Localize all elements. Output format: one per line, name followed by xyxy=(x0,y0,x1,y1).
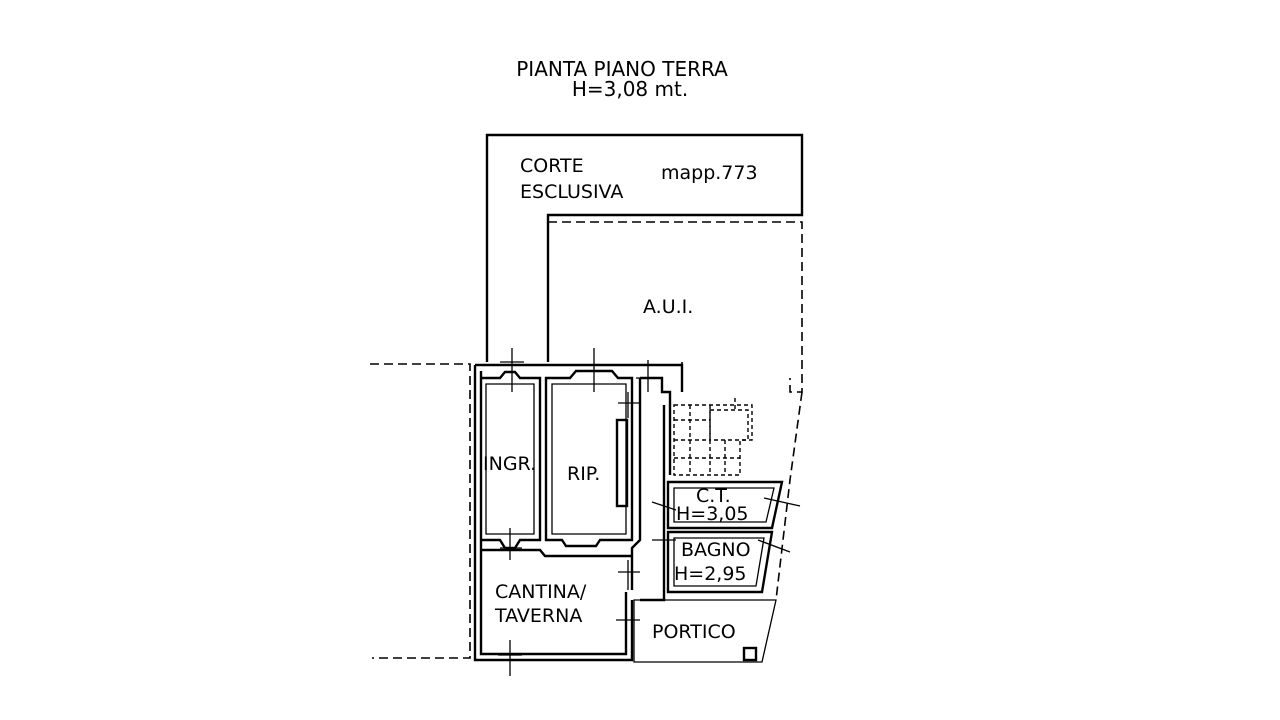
ripostiglio-walls xyxy=(544,369,634,548)
cantina-label-line2: TAVERNA xyxy=(494,605,582,627)
ripostiglio-shelf xyxy=(615,418,629,508)
ct-walls xyxy=(666,480,784,530)
ct-height: H=3,05 xyxy=(676,503,749,525)
section-markers xyxy=(498,348,677,676)
building-outer-wall xyxy=(473,363,684,662)
cantina-walls xyxy=(481,548,632,558)
bagno-height: H=2,95 xyxy=(674,563,747,585)
ingresso-label: INGR. xyxy=(483,453,536,475)
plan-title: PIANTA PIANO TERRA xyxy=(516,57,728,81)
ripostiglio-inner xyxy=(551,383,627,535)
aui-label: A.U.I. xyxy=(643,296,693,318)
stair-steps xyxy=(674,398,740,475)
ct-label: C.T. xyxy=(696,485,731,507)
aui-right-slant xyxy=(775,391,803,601)
plan-height: H=3,08 mt. xyxy=(572,77,688,101)
ct-vent-line xyxy=(763,497,801,507)
portico-label: PORTICO xyxy=(652,621,736,643)
building-inner-wall xyxy=(479,371,628,656)
bagno-label: BAGNO xyxy=(681,539,751,561)
portico-pillar xyxy=(742,646,758,662)
corte-label-line1: CORTE xyxy=(520,155,584,177)
bagno-inner xyxy=(673,537,765,587)
neighbour-boundary xyxy=(370,363,471,659)
stair-block xyxy=(673,404,753,476)
stair-landing xyxy=(709,409,749,441)
bagno-walls xyxy=(666,530,774,594)
corte-label-line2: ESCLUSIVA xyxy=(520,181,623,203)
mappale-label: mapp.773 xyxy=(661,162,758,184)
portico-boundary xyxy=(633,599,777,663)
ingresso-walls xyxy=(481,370,542,550)
ingresso-inner xyxy=(485,383,535,535)
corte-boundary xyxy=(485,133,804,362)
bagno-vent-line xyxy=(757,539,791,553)
ripostiglio-label: RIP. xyxy=(567,463,600,485)
cantina-label-line1: CANTINA/ xyxy=(495,581,587,603)
ct-inner xyxy=(673,487,775,523)
